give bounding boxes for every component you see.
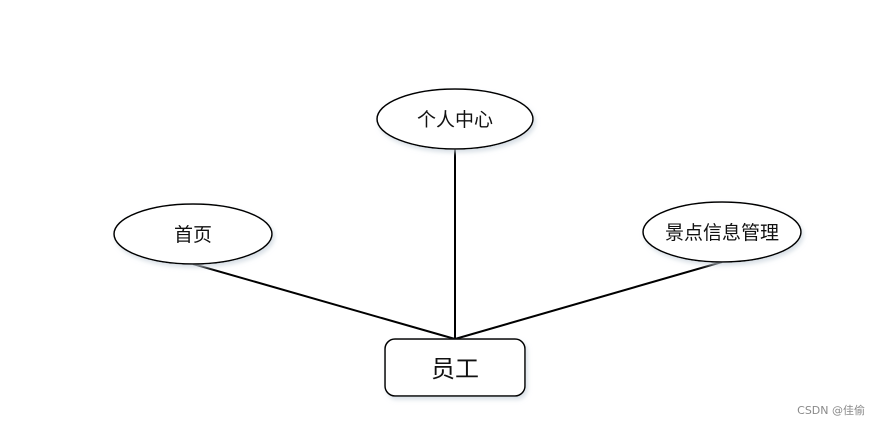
node-home: 首页 bbox=[113, 203, 273, 265]
node-personal-center: 个人中心 bbox=[376, 88, 534, 150]
connector-line-home bbox=[192, 263, 456, 340]
node-employee-label: 员工 bbox=[431, 355, 479, 383]
watermark-text: CSDN @佳偷 bbox=[797, 404, 865, 417]
node-attraction-management-label: 景点信息管理 bbox=[665, 222, 779, 244]
node-home-label: 首页 bbox=[174, 224, 212, 246]
node-personal-center-label: 个人中心 bbox=[417, 109, 493, 131]
node-employee: 员工 bbox=[384, 338, 526, 397]
connector-line-attraction-management bbox=[454, 261, 723, 340]
node-attraction-management: 景点信息管理 bbox=[642, 201, 802, 263]
